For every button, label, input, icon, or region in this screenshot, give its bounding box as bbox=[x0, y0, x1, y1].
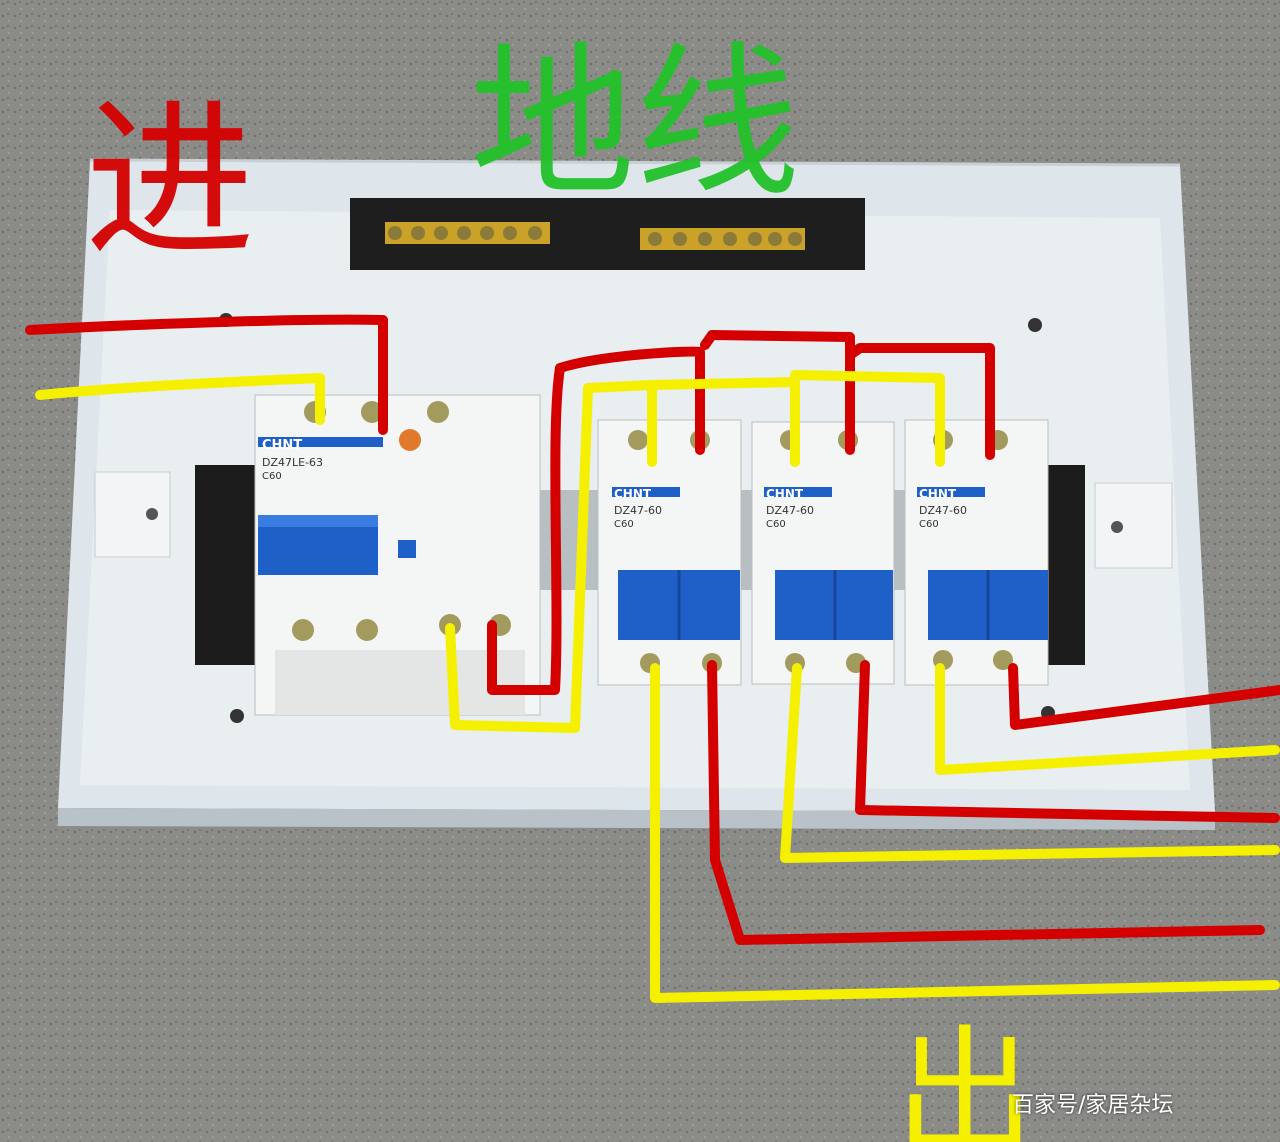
red-wire-out-2 bbox=[855, 660, 1280, 823]
ground-terminal-bar bbox=[350, 198, 865, 270]
main-breaker: CHNT DZ47LE-63 C60 bbox=[254, 394, 541, 716]
annotation-output-label: 出 bbox=[895, 1013, 1035, 1142]
branch-breaker-model: DZ47-60 bbox=[919, 504, 967, 517]
branch-breaker-rating: C60 bbox=[919, 519, 939, 530]
branch-breaker-brand: CHNT bbox=[766, 487, 804, 501]
branch-breaker-brand: CHNT bbox=[614, 487, 652, 501]
branch-breaker-brand: CHNT bbox=[919, 487, 957, 501]
red-wire-bridge bbox=[487, 330, 995, 695]
branch-breaker-rating: C60 bbox=[766, 519, 786, 530]
branch-breaker-1: CHNT DZ47-60 C60 bbox=[597, 419, 742, 686]
main-breaker-rating: C60 bbox=[262, 471, 282, 482]
red-wire-input bbox=[25, 314, 388, 435]
yellow-wire-bridge bbox=[445, 370, 945, 733]
annotation-input-label: 进 bbox=[85, 83, 255, 281]
yellow-wire-out-2 bbox=[780, 663, 1280, 863]
branch-breaker-3: CHNT DZ47-60 C60 bbox=[904, 419, 1049, 686]
branch-breaker-rating: C60 bbox=[614, 519, 634, 530]
annotation-ground-label: 地线 bbox=[470, 27, 800, 219]
branch-breaker-2: CHNT DZ47-60 C60 bbox=[751, 421, 895, 685]
yellow-wire-out-1 bbox=[650, 663, 1280, 1003]
watermark: 百家号/家居杂坛 bbox=[1012, 1093, 1174, 1118]
yellow-wire-out-3 bbox=[935, 663, 1280, 775]
left-mount-tab bbox=[94, 471, 171, 558]
main-breaker-brand: CHNT bbox=[262, 438, 302, 453]
red-wire-out-3 bbox=[1008, 663, 1280, 730]
main-breaker-model: DZ47LE-63 bbox=[262, 456, 323, 469]
yellow-wire-input bbox=[35, 373, 325, 425]
test-button bbox=[399, 429, 421, 451]
right-mount-tab bbox=[1094, 482, 1173, 569]
branch-breaker-model: DZ47-60 bbox=[766, 504, 814, 517]
red-wire-out-1 bbox=[707, 660, 1265, 945]
branch-breaker-model: DZ47-60 bbox=[614, 504, 662, 517]
